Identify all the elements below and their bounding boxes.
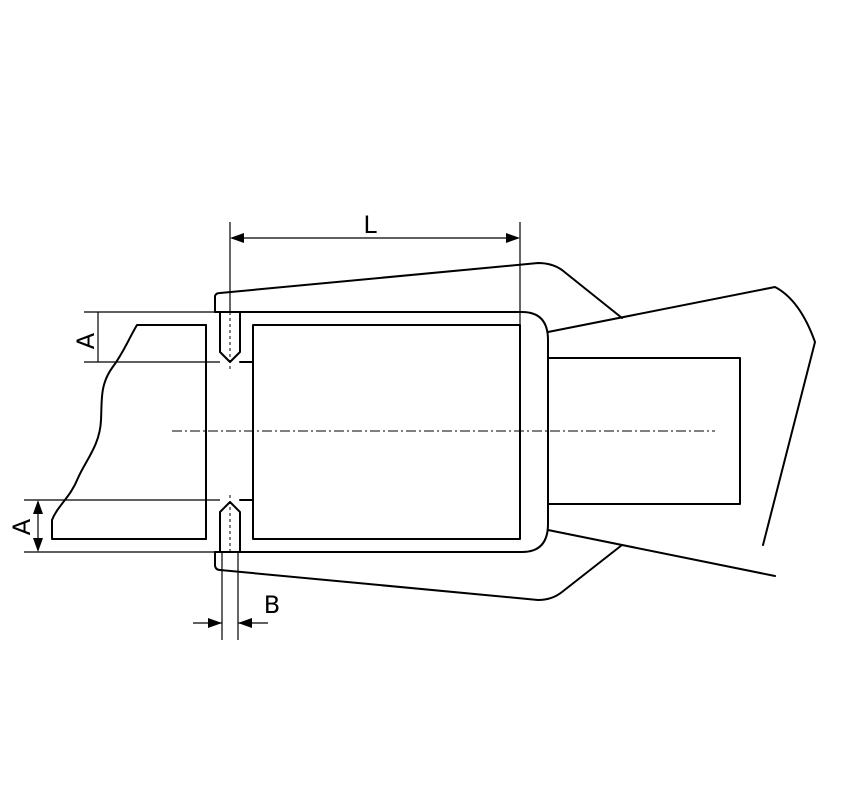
handle-outline xyxy=(547,286,816,546)
dim-a-bottom-label: A xyxy=(8,518,36,535)
dim-a-bottom-arrow-top xyxy=(33,500,43,514)
dim-l-arrow-left xyxy=(230,233,244,243)
upper-jaw xyxy=(214,262,623,319)
dim-b-arrow-left xyxy=(208,618,222,628)
body-outer-frame xyxy=(214,311,549,553)
lower-jaw xyxy=(214,544,623,601)
dim-a-top-label: A xyxy=(72,332,100,349)
workpiece-outline xyxy=(51,324,207,540)
dim-a-bottom-arrow-bottom xyxy=(33,538,43,552)
dim-b-label: B xyxy=(264,591,280,619)
spindle xyxy=(547,357,741,505)
dim-l-label: L xyxy=(363,211,377,239)
dim-b-arrow-right xyxy=(238,618,252,628)
body-inner-frame xyxy=(252,324,521,540)
handle-lower-edge xyxy=(547,529,776,577)
dim-l-arrow-right xyxy=(506,233,520,243)
